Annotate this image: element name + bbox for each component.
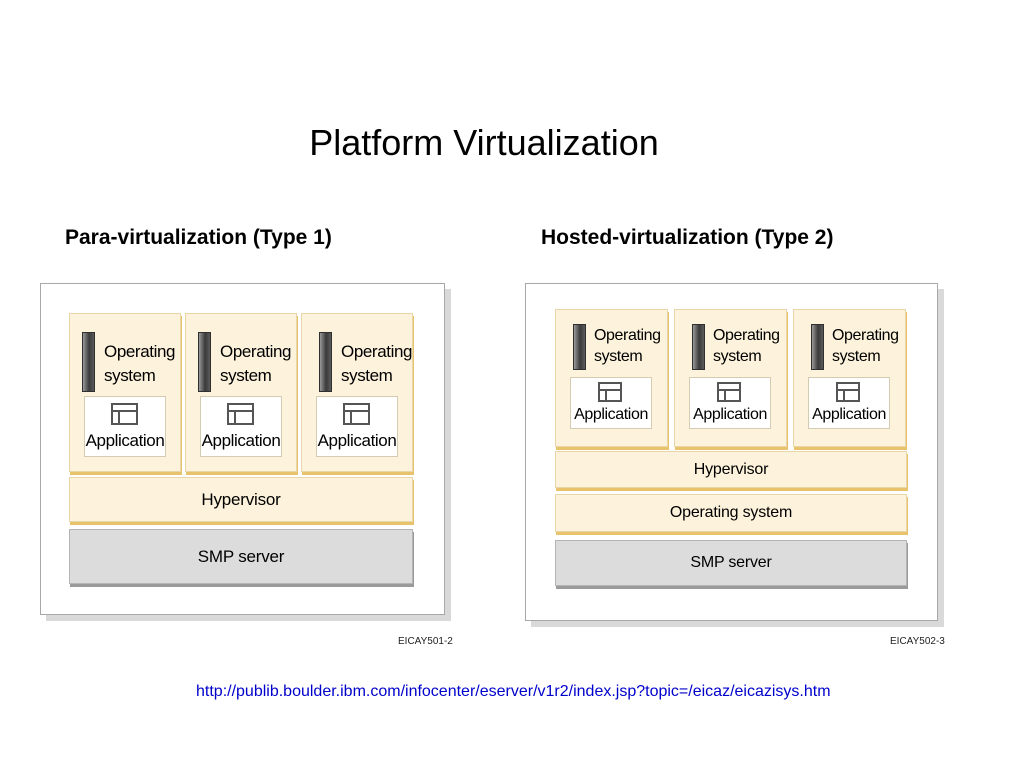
type1-heading: Para-virtualization (Type 1): [65, 226, 332, 249]
type1-figure-id: EICAY501-2: [398, 636, 453, 647]
server-icon: [319, 332, 332, 392]
application-label: Application: [317, 431, 397, 450]
server-icon: [692, 324, 705, 370]
application-icon: [343, 403, 370, 425]
type2-heading: Hosted-virtualization (Type 2): [541, 226, 834, 249]
application-label: Application: [201, 431, 281, 450]
server-icon: [573, 324, 586, 370]
application-icon: [227, 403, 254, 425]
type2-figure-id: EICAY502-3: [890, 636, 945, 647]
type1-hypervisor-layer: Hypervisor: [69, 477, 413, 522]
type2-hypervisor-layer: Hypervisor: [555, 451, 907, 488]
application-icon: [836, 382, 860, 402]
application-icon: [717, 382, 741, 402]
type2-host-os-layer: Operating system: [555, 494, 907, 532]
source-link[interactable]: http://publib.boulder.ibm.com/infocenter…: [196, 683, 831, 700]
application-box: Application: [84, 396, 166, 457]
application-label: Application: [812, 406, 886, 423]
application-icon: [111, 403, 138, 425]
type1-smp-server-layer: SMP server: [69, 529, 413, 584]
slide-title: Platform Virtualization: [309, 122, 659, 163]
server-icon: [811, 324, 824, 370]
application-icon: [598, 382, 622, 402]
application-box: Application: [689, 377, 771, 429]
server-icon: [82, 332, 95, 392]
application-box: Application: [200, 396, 282, 457]
application-label: Application: [693, 406, 767, 423]
application-box: Application: [808, 377, 890, 429]
application-box: Application: [316, 396, 398, 457]
server-icon: [198, 332, 211, 392]
application-box: Application: [570, 377, 652, 429]
type2-smp-server-layer: SMP server: [555, 540, 907, 586]
application-label: Application: [574, 406, 648, 423]
application-label: Application: [85, 431, 165, 450]
